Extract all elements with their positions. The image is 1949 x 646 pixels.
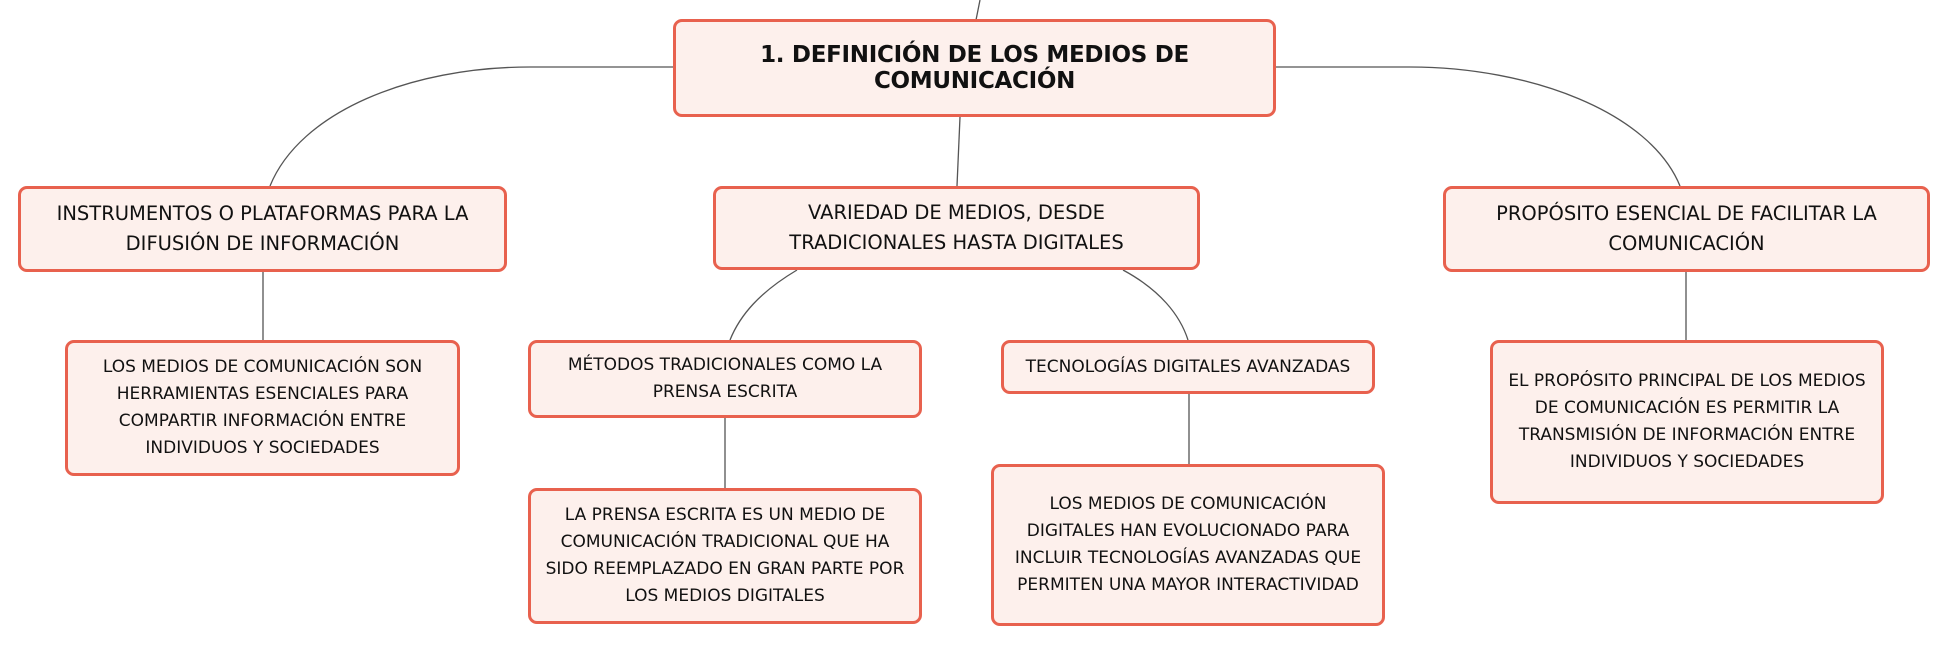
topic-proposito-label: PROPÓSITO ESENCIAL DE FACILITAR LA COMUN…: [1496, 202, 1877, 255]
detail-medios-digitales[interactable]: LOS MEDIOS DE COMUNICACIÓN DIGITALES HAN…: [991, 464, 1385, 626]
detail-proposito[interactable]: EL PROPÓSITO PRINCIPAL DE LOS MEDIOS DE …: [1490, 340, 1884, 504]
detail-medios-digitales-text: LOS MEDIOS DE COMUNICACIÓN DIGITALES HAN…: [1014, 494, 1362, 595]
connector-root-to-parent: [975, 0, 981, 21]
connector-variedad-to-metodos: [729, 269, 798, 341]
root-topic-label: 1. DEFINICIÓN DE LOS MEDIOS DE COMUNICAC…: [760, 42, 1189, 94]
detail-instrumentos[interactable]: LOS MEDIOS DE COMUNICACIÓN SON HERRAMIEN…: [65, 340, 460, 476]
topic-metodos-tradicionales-label: MÉTODOS TRADICIONALES COMO LA PRENSA ESC…: [567, 355, 883, 402]
topic-metodos-tradicionales[interactable]: MÉTODOS TRADICIONALES COMO LA PRENSA ESC…: [528, 340, 922, 418]
connector-variedad-to-tecnologias: [1122, 269, 1189, 341]
topic-tecnologias-digitales[interactable]: TECNOLOGÍAS DIGITALES AVANZADAS: [1001, 340, 1375, 394]
topic-variedad-label: VARIEDAD DE MEDIOS, DESDE TRADICIONALES …: [789, 201, 1124, 254]
detail-instrumentos-text: LOS MEDIOS DE COMUNICACIÓN SON HERRAMIEN…: [102, 357, 423, 458]
connector-root-to-proposito: [1275, 66, 1681, 187]
detail-prensa-escrita[interactable]: LA PRENSA ESCRITA ES UN MEDIO DE COMUNIC…: [528, 488, 922, 624]
detail-proposito-text: EL PROPÓSITO PRINCIPAL DE LOS MEDIOS DE …: [1508, 371, 1866, 472]
topic-variedad[interactable]: VARIEDAD DE MEDIOS, DESDE TRADICIONALES …: [713, 186, 1200, 270]
root-topic[interactable]: 1. DEFINICIÓN DE LOS MEDIOS DE COMUNICAC…: [673, 19, 1276, 117]
topic-tecnologias-digitales-label: TECNOLOGÍAS DIGITALES AVANZADAS: [1025, 356, 1351, 377]
topic-instrumentos[interactable]: INSTRUMENTOS O PLATAFORMAS PARA LA DIFUS…: [18, 186, 507, 272]
connector-root-to-variedad: [956, 116, 961, 187]
connector-root-to-instrumentos: [269, 66, 673, 187]
topic-proposito[interactable]: PROPÓSITO ESENCIAL DE FACILITAR LA COMUN…: [1443, 186, 1930, 272]
detail-prensa-escrita-text: LA PRENSA ESCRITA ES UN MEDIO DE COMUNIC…: [545, 505, 905, 606]
topic-instrumentos-label: INSTRUMENTOS O PLATAFORMAS PARA LA DIFUS…: [56, 202, 469, 255]
